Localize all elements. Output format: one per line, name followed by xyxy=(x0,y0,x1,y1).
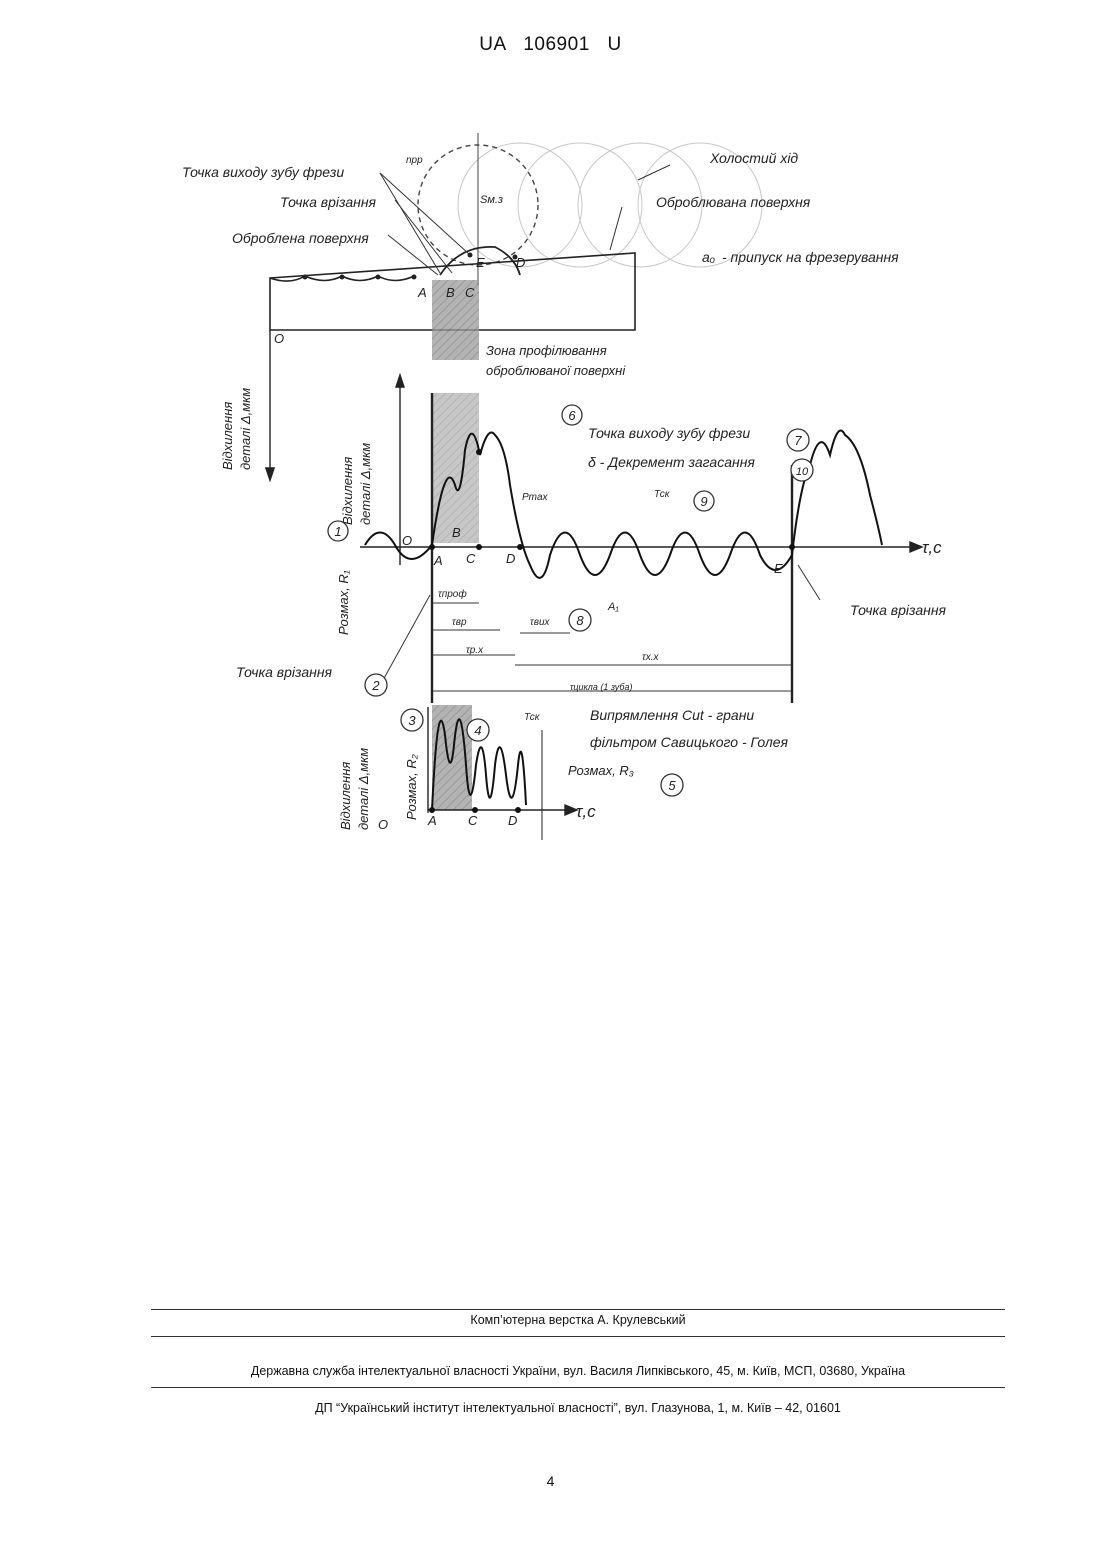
point-E-mid: E xyxy=(774,561,783,576)
point-E: E xyxy=(476,255,485,270)
label-a1: A₁ xyxy=(607,601,619,613)
svg-text:Відхилення: Відхилення xyxy=(220,402,235,470)
range-r1-label: Розмах, R₁ xyxy=(336,570,351,635)
point-D-bottom: D xyxy=(508,813,517,828)
label-t-rh: τр.х xyxy=(466,645,484,656)
label-idle-stroke: Холостий хід xyxy=(709,150,798,166)
point-C-bottom: C xyxy=(468,813,478,828)
label-cut-in-point: Точка врізання xyxy=(280,194,377,210)
label-cut-in-point-2: Точка врізання xyxy=(850,602,947,618)
svg-text:деталі Δ,мкм: деталі Δ,мкм xyxy=(358,443,373,525)
label-surface-being-machined: Оброблювана поверхня xyxy=(656,194,811,210)
callout-6: 6 xyxy=(568,408,576,423)
callout-5: 5 xyxy=(668,778,676,793)
range-r2-label: Розмах, R₂ xyxy=(404,754,419,820)
point-B-mid: B xyxy=(452,525,461,540)
label-machined-surface: Оброблена поверхня xyxy=(232,230,369,246)
svg-text:деталі Δ,мкм: деталі Δ,мкм xyxy=(238,388,253,470)
label-n-rr: nрр xyxy=(406,155,423,166)
page-number: 4 xyxy=(0,1473,1101,1489)
svg-text:Відхилення: Відхилення xyxy=(340,457,355,525)
callout-3: 3 xyxy=(408,713,416,728)
deviation-axis-label-left: Відхилення деталі Δ,мкм xyxy=(220,388,253,470)
label-profiling-zone-2: оброблюваної поверхні xyxy=(486,363,626,378)
point-A: A xyxy=(417,285,427,300)
document-number: UA 106901 U xyxy=(0,34,1101,56)
patent-figure: Холостий хід Точка виходу зубу фрези Точ… xyxy=(170,125,990,855)
footer-divider-2 xyxy=(151,1336,1005,1337)
point-O-bottom: O xyxy=(378,817,388,832)
label-milling-allowance: - припуск на фрезерування xyxy=(722,249,899,265)
point-B: B xyxy=(446,285,455,300)
callout-8: 8 xyxy=(576,613,584,628)
label-t-sk-2: Тск xyxy=(524,712,541,723)
point-O: O xyxy=(274,331,284,346)
point-O-mid: O xyxy=(402,533,412,548)
label-tooth-exit-point-2: Точка виходу зубу фрези xyxy=(588,425,750,441)
label-time-axis-bottom: τ,с xyxy=(576,802,596,821)
label-t-vyh: τвих xyxy=(530,617,551,628)
footer-ip-service: Державна служба інтелектуальної власност… xyxy=(151,1364,1005,1378)
svg-text:Відхилення: Відхилення xyxy=(338,762,353,830)
point-C: C xyxy=(465,285,475,300)
point-C-mid: C xyxy=(466,551,476,566)
callout-4: 4 xyxy=(474,723,481,738)
point-A-bottom: A xyxy=(427,813,437,828)
label-rectification: Випрямлення Cut - грани xyxy=(590,707,754,723)
label-t-xx: τх.х xyxy=(642,652,660,663)
deviation-axis-label-middle: Відхилення деталі Δ,мкм xyxy=(340,443,373,525)
point-D: D xyxy=(516,255,525,270)
label-t-sk: Тск xyxy=(654,489,671,500)
svg-text:деталі Δ,мкм: деталі Δ,мкм xyxy=(356,748,371,830)
label-damping-decrement: δ - Декремент загасання xyxy=(588,454,755,470)
label-t-cycle: τцикла (1 зуба) xyxy=(570,682,633,692)
svg-text:Розмах, R₂: Розмах, R₂ xyxy=(404,754,419,820)
label-time-axis-middle: τ,с xyxy=(922,538,942,557)
label-cut-in-point-3: Точка врізання xyxy=(236,664,333,680)
label-profiling-zone-1: Зона профілювання xyxy=(486,343,607,358)
footer-layout-credit: Комп’ютерна верстка А. Крулевський xyxy=(151,1313,1005,1327)
callout-1: 1 xyxy=(334,524,341,539)
footer-divider-3 xyxy=(151,1387,1005,1388)
footer-institute: ДП “Український інститут інтелектуальної… xyxy=(151,1401,1005,1415)
label-t-prof: τпроф xyxy=(438,588,467,600)
point-D-mid: D xyxy=(506,551,515,566)
label-t-vr: τвр xyxy=(452,617,467,628)
label-tooth-exit-point: Точка виходу зубу фрези xyxy=(182,164,344,180)
callout-2: 2 xyxy=(371,678,380,693)
time-intervals xyxy=(432,603,792,691)
label-savitzky-golay: фільтром Савицького - Голея xyxy=(590,734,789,750)
label-range-r3: Розмах, R₃ xyxy=(568,763,634,778)
callout-7: 7 xyxy=(794,433,802,448)
point-A-mid: A xyxy=(433,553,443,568)
svg-text:Розмах, R₁: Розмах, R₁ xyxy=(336,570,351,635)
deviation-axis-label-bottom: Відхилення деталі Δ,мкм xyxy=(338,748,371,830)
callout-10: 10 xyxy=(796,466,809,478)
label-p-max: Pmax xyxy=(522,492,549,503)
label-s-mz: Sм.з xyxy=(480,194,503,206)
callout-9: 9 xyxy=(700,494,707,509)
profiling-zone-middle xyxy=(432,393,479,543)
footer-divider-1 xyxy=(151,1309,1005,1310)
label-allowance-symbol: aₒ xyxy=(702,249,715,265)
